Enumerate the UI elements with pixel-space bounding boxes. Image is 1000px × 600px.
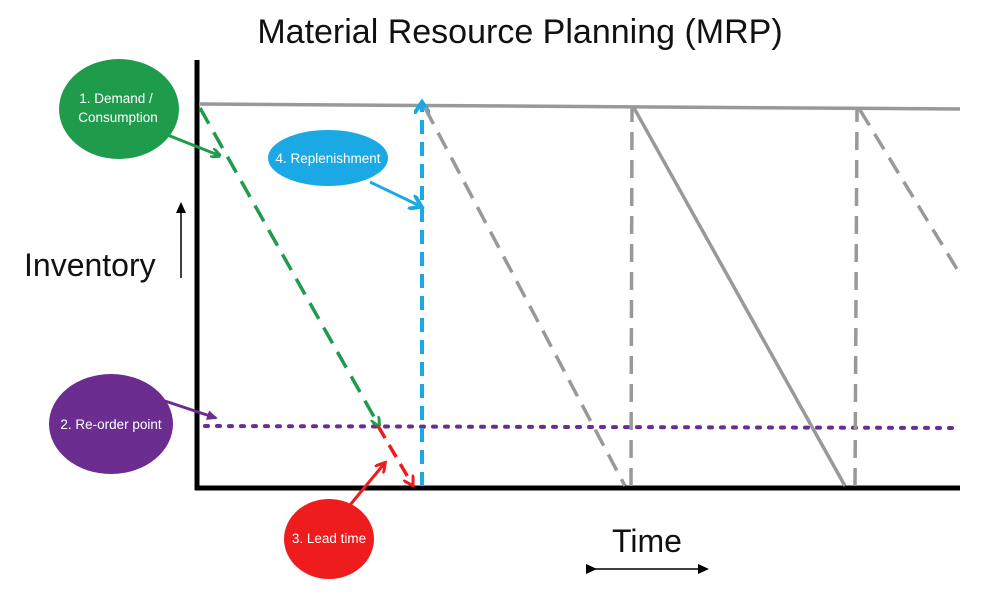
replenishment-callout-bubble [268,130,388,186]
x-axis-label: Time [612,523,682,559]
diagram-title: Material Resource Planning (MRP) [257,13,782,51]
demand-callout-line2: Consumption [78,110,158,125]
lead-time-callout-label: 3. Lead time [292,531,366,546]
demand-consumption-line [198,107,378,424]
cycle-4-depletion [858,109,962,275]
cycle-3-depletion [632,107,847,487]
cycle-3-replenishment [853,109,859,487]
y-axis-label: Inventory [24,247,156,283]
replenishment-callout-pointer [369,180,418,205]
demand-callout-pointer [159,130,218,155]
reorder-point-line [203,424,962,430]
lead-time-line [376,425,412,484]
reorder-callout-bubble [49,374,173,474]
max-inventory-line [198,102,961,111]
demand-callout-line1: 1. Demand / [79,91,153,106]
lead-time-callout-bubble [284,499,374,579]
demand-callout-bubble [59,59,179,159]
replenishment-callout-label: 4. Replenishment [275,151,380,166]
reorder-callout-pointer [164,399,218,420]
cycle-2-replenishment [629,107,634,487]
reorder-callout-label: 2. Re-order point [60,417,162,432]
lead-time-callout-pointer [348,464,384,506]
cycle-2-depletion [423,107,627,487]
